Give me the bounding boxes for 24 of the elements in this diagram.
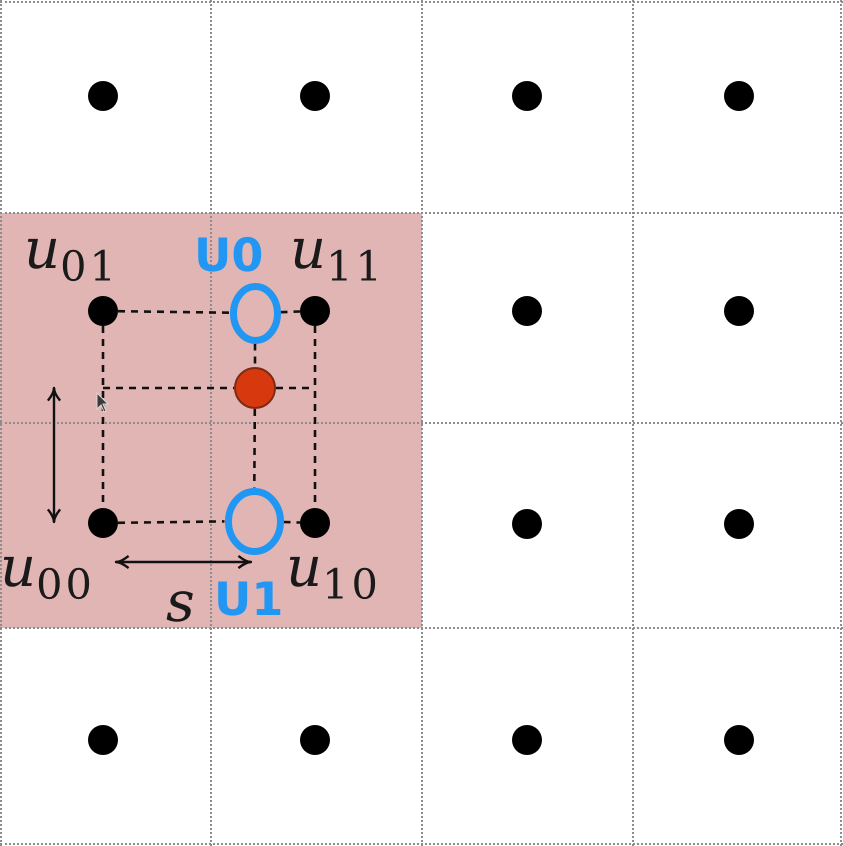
dashed-line [283, 520, 300, 524]
point-label: u$_{11}$ [290, 222, 385, 278]
dashed-line [253, 409, 256, 488]
grid-point [300, 81, 330, 111]
grid-point [88, 725, 118, 755]
grid-point [724, 81, 754, 111]
grid-point [300, 725, 330, 755]
dashed-line [280, 310, 300, 314]
variable-label: s [166, 575, 195, 631]
annotation-circle [224, 488, 284, 554]
dashed-line [118, 520, 225, 524]
grid-point [512, 296, 542, 326]
dashed-line [103, 386, 234, 390]
grid-point [724, 296, 754, 326]
grid-point [512, 725, 542, 755]
dashed-line [118, 310, 230, 314]
annotation-circle [230, 282, 280, 344]
grid-point [512, 81, 542, 111]
grid-point [724, 509, 754, 539]
grid-point [88, 81, 118, 111]
handwritten-label: U1 [214, 576, 284, 622]
handwritten-label: U0 [194, 232, 264, 278]
grid-point [724, 725, 754, 755]
grid-point [512, 509, 542, 539]
